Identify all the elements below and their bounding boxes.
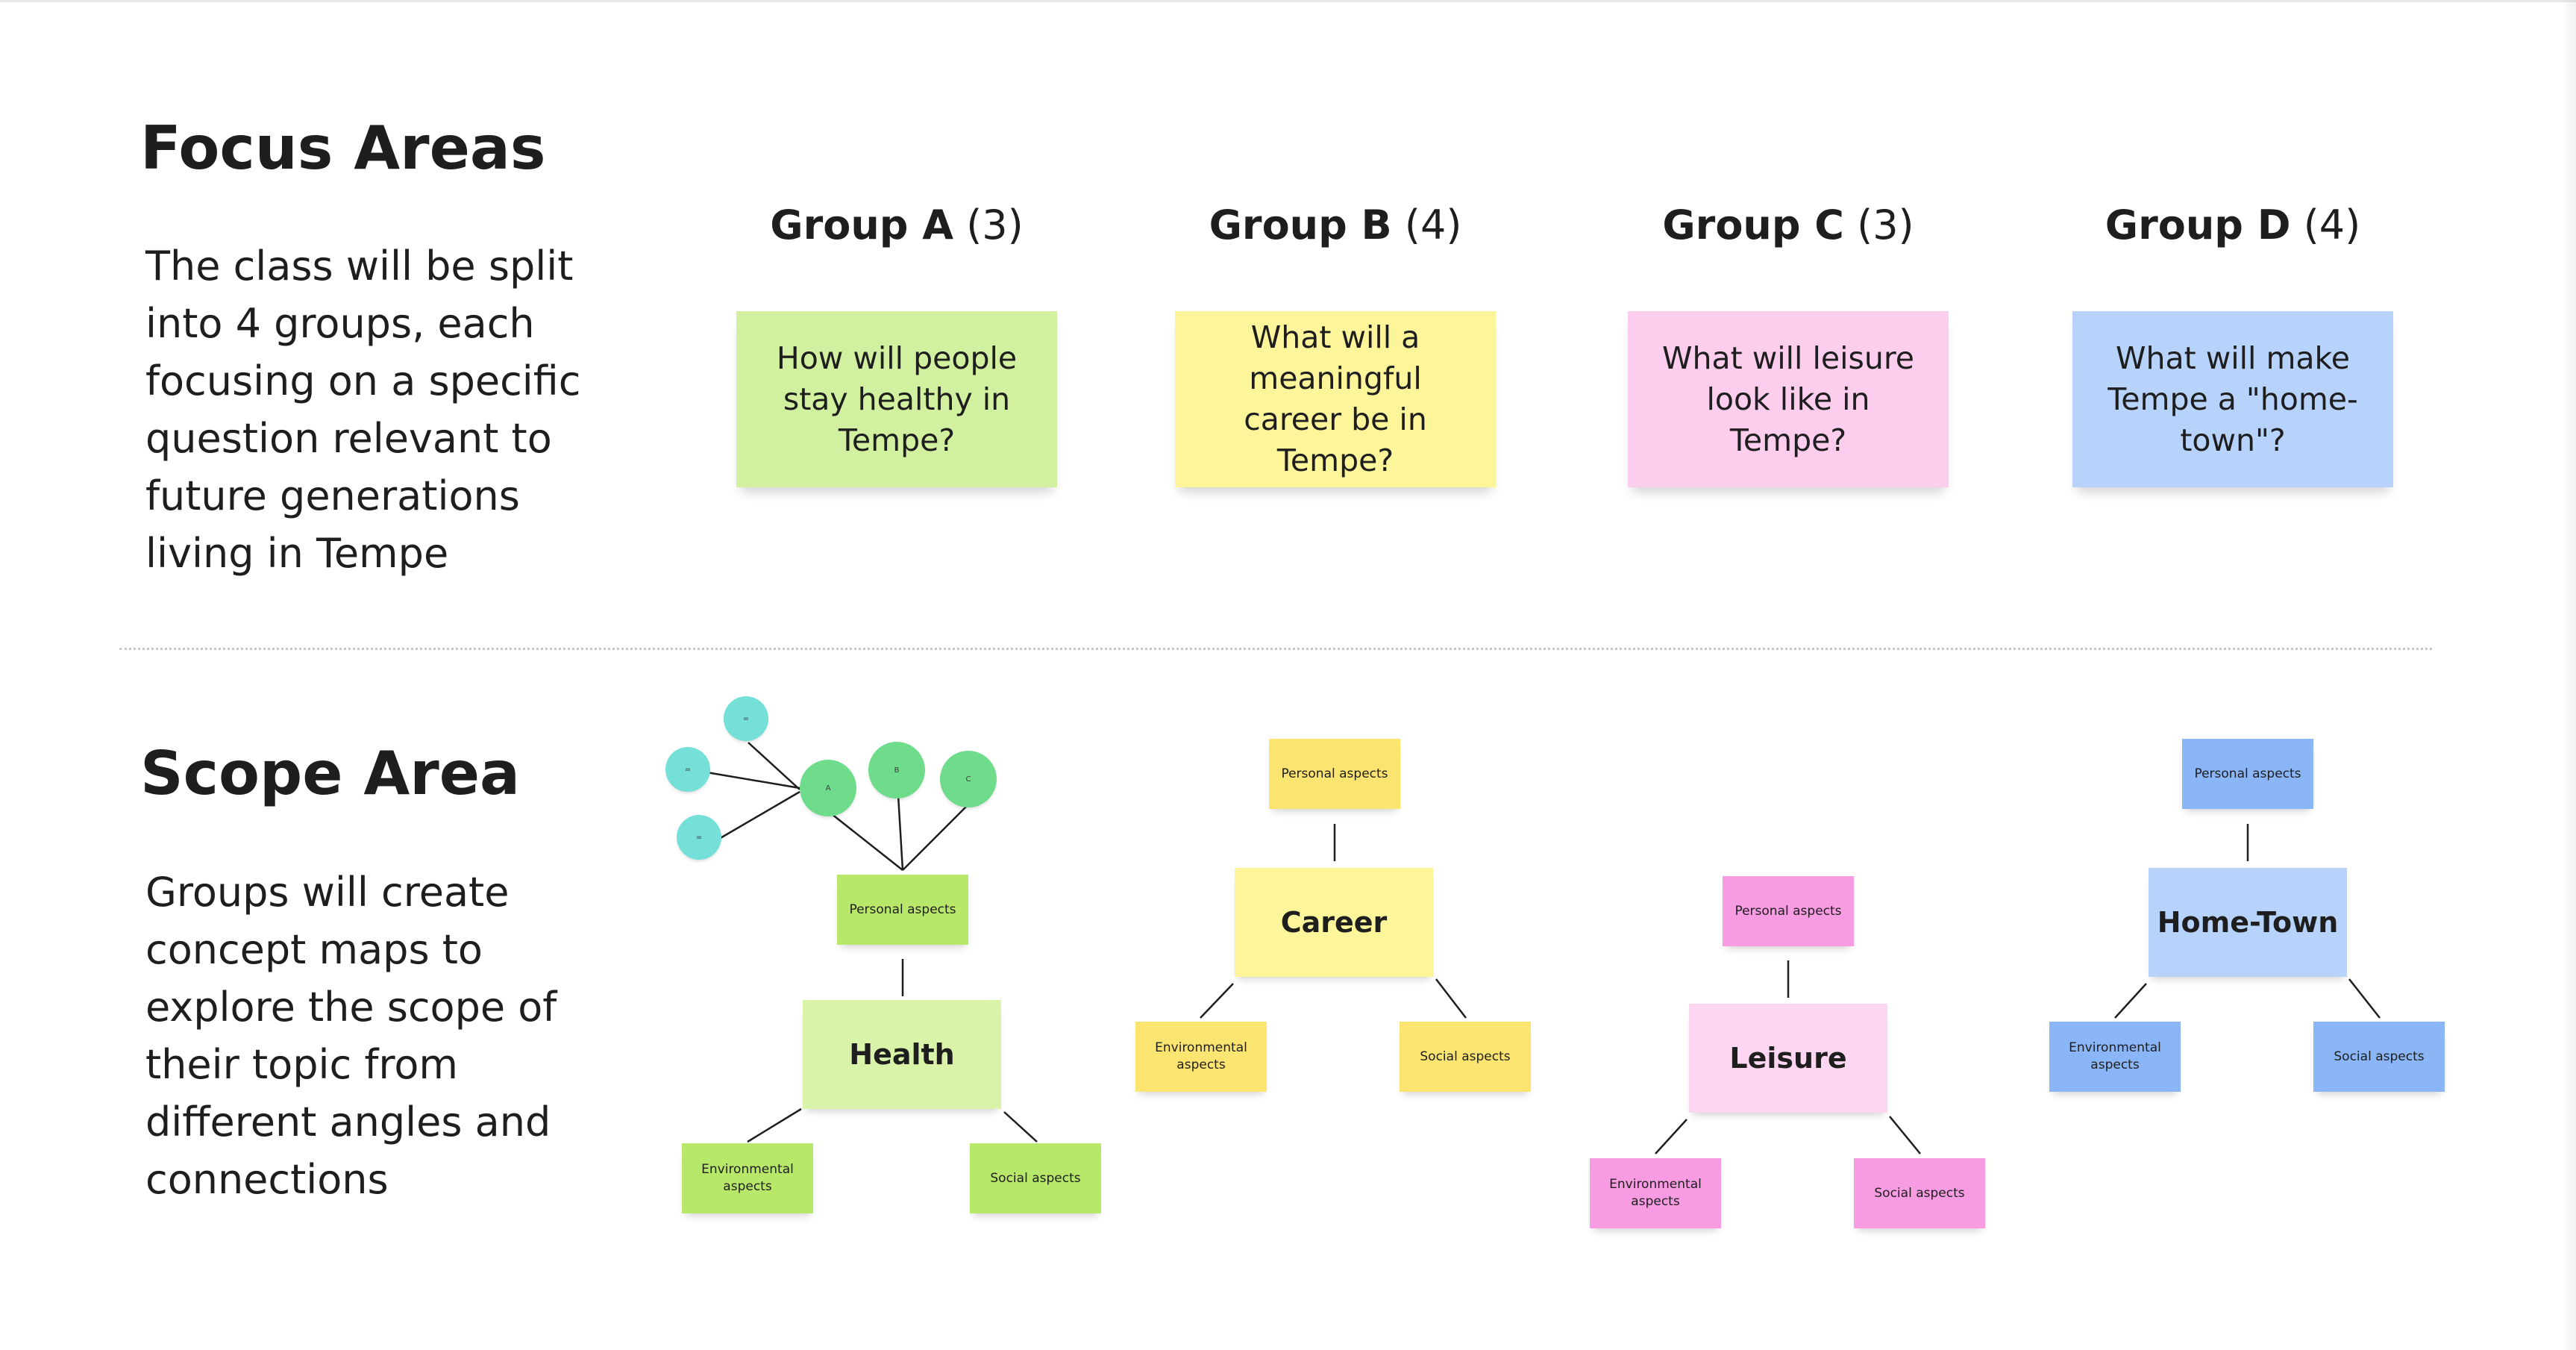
health-topic-node[interactable]: Health [803, 1000, 1001, 1109]
group-d-header: Group D (4) [2069, 201, 2397, 249]
idea-circle-teal-1[interactable]: = [724, 696, 768, 741]
health-personal-aspects-node[interactable]: Personal aspects [837, 875, 968, 945]
connector-hometown-social [2348, 978, 2381, 1019]
connector-health-social [1003, 1111, 1038, 1143]
idea-circle-a[interactable]: A [800, 760, 856, 816]
group-b-count: (4) [1404, 201, 1462, 249]
connector-circle-b-personal [897, 795, 904, 871]
canvas-right-edge [2561, 0, 2576, 1350]
career-topic-node[interactable]: Career [1235, 868, 1433, 977]
connector-leisure-environmental [1655, 1119, 1687, 1154]
health-social-aspects-node[interactable]: Social aspects [970, 1143, 1101, 1213]
connector-career-environmental [1200, 983, 1234, 1019]
group-b-question-sticky[interactable]: What will a meaningful career be in Temp… [1175, 311, 1496, 487]
hometown-topic-node[interactable]: Home-Town [2149, 868, 2347, 977]
leisure-personal-aspects-node[interactable]: Personal aspects [1723, 876, 1854, 946]
group-c-question-sticky[interactable]: What will leisure look like in Tempe? [1628, 311, 1949, 487]
leisure-topic-node[interactable]: Leisure [1689, 1004, 1887, 1113]
group-c-header: Group C (3) [1624, 201, 1952, 249]
group-b-name: Group B [1209, 201, 1392, 249]
connector-hometown-environmental [2114, 983, 2147, 1019]
idea-circle-teal-2[interactable]: = [665, 747, 710, 792]
group-c-count: (3) [1857, 201, 1914, 249]
group-a-name: Group A [770, 201, 954, 249]
connector-circle-a-personal [827, 810, 903, 871]
scope-area-description: Groups will create concept maps to explo… [145, 869, 557, 1203]
group-a-count: (3) [966, 201, 1024, 249]
career-environmental-aspects-node[interactable]: Environmental aspects [1135, 1022, 1267, 1092]
focus-areas-title: Focus Areas [140, 113, 546, 183]
connector-health-environmental [747, 1107, 802, 1143]
career-social-aspects-node[interactable]: Social aspects [1400, 1022, 1531, 1092]
hometown-social-aspects-node[interactable]: Social aspects [2313, 1022, 2445, 1092]
connector-career-social [1435, 978, 1467, 1019]
career-personal-aspects-node[interactable]: Personal aspects [1269, 739, 1400, 809]
connector-teal-3-a [718, 790, 800, 840]
hometown-personal-aspects-node[interactable]: Personal aspects [2182, 739, 2313, 809]
idea-circle-c[interactable]: C [940, 751, 997, 807]
health-environmental-aspects-node[interactable]: Environmental aspects [682, 1143, 813, 1213]
group-a-question-sticky[interactable]: How will people stay healthy in Tempe? [736, 311, 1057, 487]
focus-areas-description: The class will be split into 4 groups, e… [145, 243, 581, 577]
canvas-top-border [0, 0, 2576, 2]
leisure-environmental-aspects-node[interactable]: Environmental aspects [1590, 1158, 1721, 1228]
group-c-name: Group C [1662, 201, 1844, 249]
group-d-name: Group D [2105, 201, 2291, 249]
connector-circle-c-personal [902, 804, 969, 871]
connector-teal-1-a [748, 742, 800, 790]
connector-leisure-social [1889, 1116, 1921, 1154]
idea-circle-b[interactable]: B [868, 742, 925, 799]
scope-area-title: Scope Area [140, 739, 520, 808]
section-divider [119, 648, 2432, 650]
hometown-environmental-aspects-node[interactable]: Environmental aspects [2049, 1022, 2181, 1092]
leisure-social-aspects-node[interactable]: Social aspects [1854, 1158, 1985, 1228]
idea-circle-teal-3[interactable]: = [677, 815, 721, 860]
group-b-header: Group B (4) [1171, 201, 1499, 249]
group-a-header: Group A (3) [733, 201, 1061, 249]
group-d-question-sticky[interactable]: What will make Tempe a "home-town"? [2072, 311, 2393, 487]
group-d-count: (4) [2303, 201, 2361, 249]
